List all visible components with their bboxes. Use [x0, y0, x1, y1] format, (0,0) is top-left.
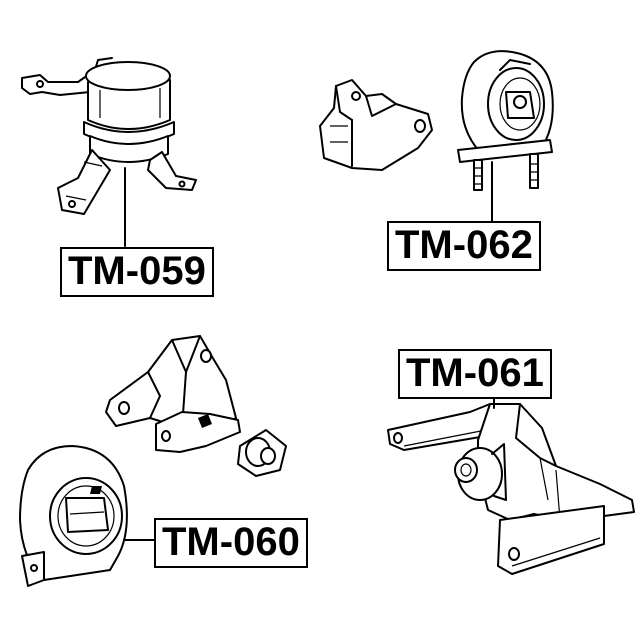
part-tm059-drawing — [21, 57, 197, 247]
part-label-tm062: TM-062 — [387, 221, 541, 271]
part-label-tm060: TM-060 — [154, 518, 308, 568]
part-tm060-drawing — [19, 335, 287, 587]
part-label-tm059: TM-059 — [60, 247, 214, 297]
part-label-tm061: TM-061 — [398, 349, 552, 399]
part-tm061-drawing — [387, 389, 635, 575]
part-tm062-drawing — [319, 50, 554, 223]
